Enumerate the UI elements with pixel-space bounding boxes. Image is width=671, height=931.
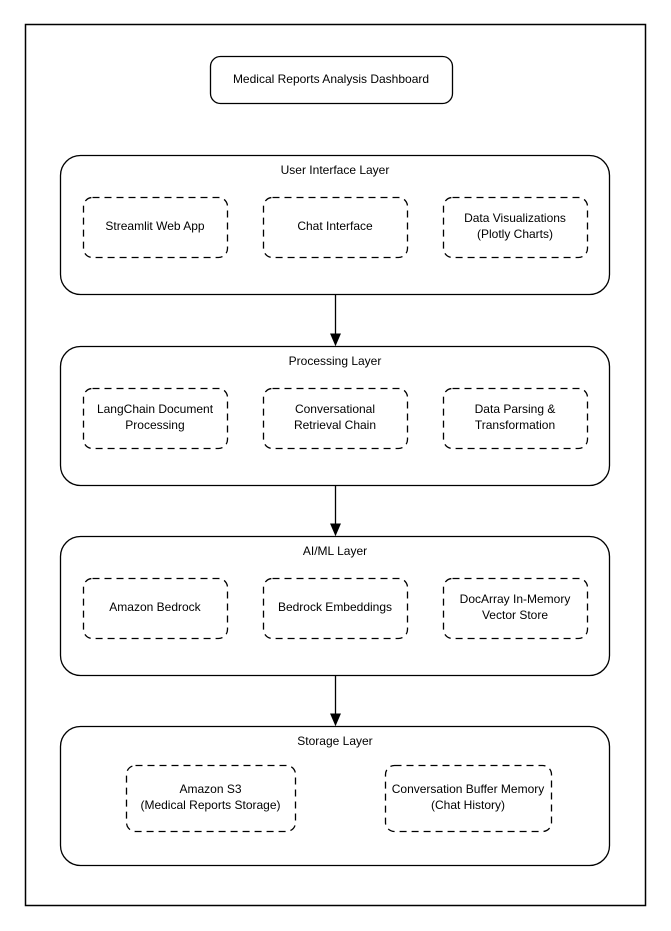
- node-amazon-bedrock: Amazon Bedrock: [109, 600, 201, 615]
- title-box-outline: [209, 55, 454, 105]
- node-chat-interface: Chat Interface: [297, 219, 373, 234]
- node-conversational-retrieval-chain-outline: [262, 387, 409, 450]
- node-conversation-buffer-memory: Conversation Buffer Memory (Chat History…: [391, 782, 545, 812]
- flow-arrow-aiml-to-storage: [330, 675, 341, 727]
- outer-frame: [24, 23, 647, 907]
- node-data-visualizations-outline: [442, 196, 589, 259]
- layer-storage-outline: [59, 725, 611, 867]
- node-conversation-buffer-memory-outline: [384, 764, 553, 833]
- layer-label-ai-ml: AI/ML Layer: [302, 544, 368, 558]
- node-bedrock-embeddings-outline: [262, 577, 409, 640]
- flow-arrow-ui-to-processing: [330, 295, 341, 347]
- node-data-visualizations: Data Visualizations (Plotly Charts): [464, 211, 566, 241]
- node-amazon-s3-outline: [125, 764, 297, 833]
- node-streamlit-web-app: Streamlit Web App: [105, 219, 205, 234]
- node-bedrock-embeddings: Bedrock Embeddings: [277, 600, 393, 615]
- layer-label-storage: Storage Layer: [297, 734, 373, 748]
- layer-user-interface-outline: [59, 154, 611, 296]
- node-data-parsing-transformation: Data Parsing & Transformation: [474, 402, 556, 432]
- node-langchain-document-processing: LangChain Document Processing: [96, 402, 214, 432]
- node-docarray-vector-store: DocArray In-Memory Vector Store: [459, 592, 571, 622]
- node-streamlit-web-app-outline: [82, 196, 229, 259]
- node-amazon-s3: Amazon S3 (Medical Reports Storage): [140, 782, 281, 812]
- layer-label-processing: Processing Layer: [288, 354, 382, 368]
- layer-label-user-interface: User Interface Layer: [280, 163, 390, 177]
- node-amazon-bedrock-outline: [82, 577, 229, 640]
- node-langchain-document-processing-outline: [82, 387, 229, 450]
- node-conversational-retrieval-chain: Conversational Retrieval Chain: [293, 402, 377, 432]
- node-data-parsing-transformation-outline: [442, 387, 589, 450]
- diagram-title: Medical Reports Analysis Dashboard: [232, 71, 430, 86]
- node-chat-interface-outline: [262, 196, 409, 259]
- flow-arrow-processing-to-aiml: [330, 485, 341, 537]
- node-docarray-vector-store-outline: [442, 577, 589, 640]
